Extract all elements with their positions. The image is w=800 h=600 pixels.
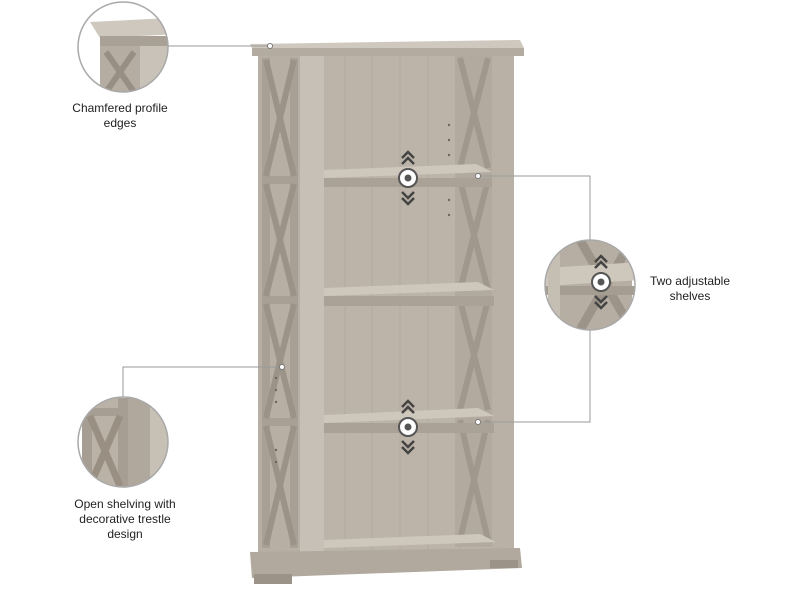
left-trestle xyxy=(262,58,298,548)
detail-trestle-design xyxy=(77,396,169,488)
base-plinth xyxy=(250,548,522,578)
caption-text: Open shelving with decorative trestle de… xyxy=(74,497,176,541)
caption-text: Chamfered profile edges xyxy=(72,101,168,130)
caption-text: Two adjustable shelves xyxy=(649,274,731,303)
caption-trestle-design: Open shelving with decorative trestle de… xyxy=(55,497,195,542)
right-post xyxy=(492,48,514,560)
caption-chamfered-edges: Chamfered profile edges xyxy=(60,101,180,131)
caption-adjustable-shelves: Two adjustable shelves xyxy=(625,274,755,304)
detail-chamfered-edge xyxy=(77,1,169,93)
bookcase xyxy=(250,40,524,584)
detail-adjustable-shelf xyxy=(544,239,636,331)
bottom-shelf xyxy=(324,534,496,548)
shelf-2 xyxy=(324,282,494,306)
callout-lines xyxy=(122,45,591,423)
